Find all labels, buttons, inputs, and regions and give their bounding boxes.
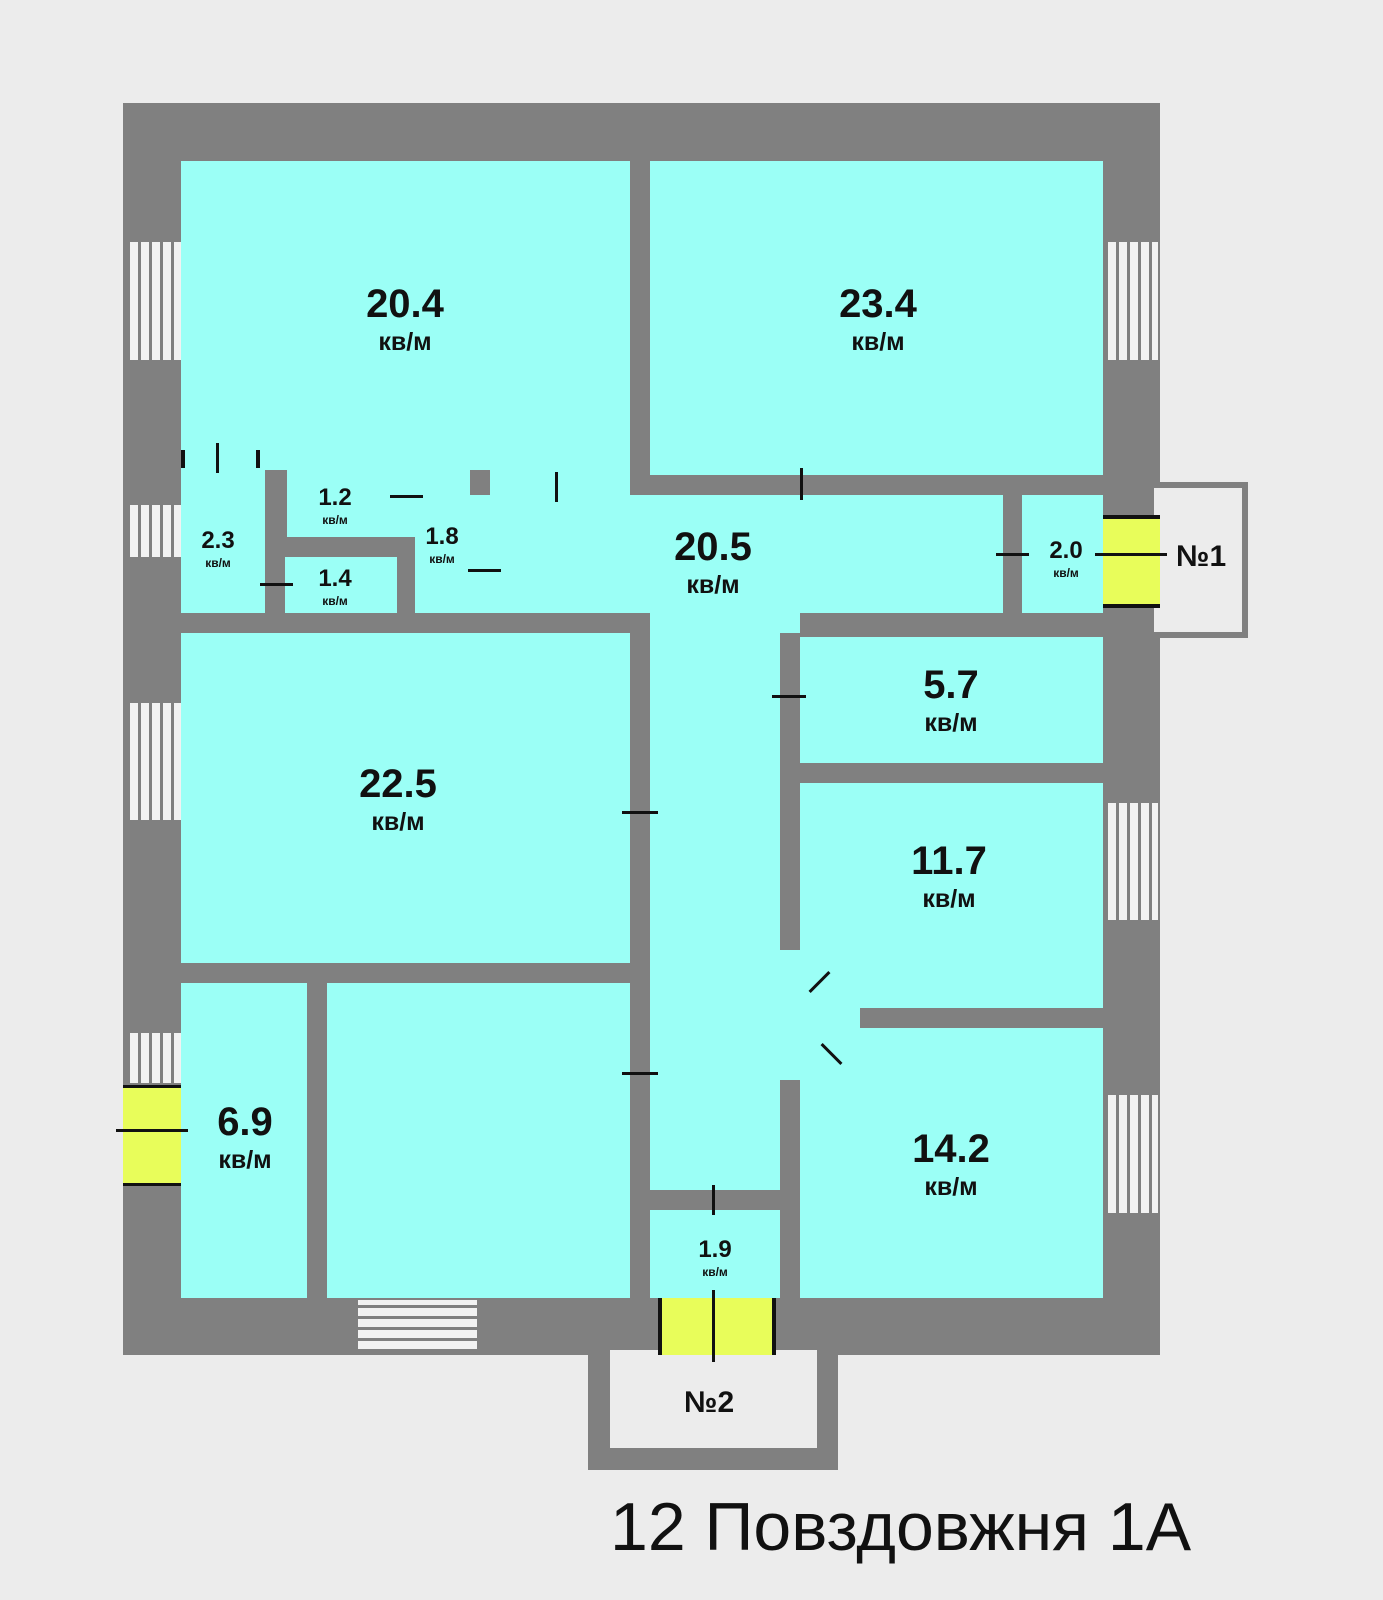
- door-mark: [555, 472, 558, 502]
- window: [127, 1033, 181, 1083]
- room-unlabeled: [327, 983, 630, 1298]
- door-mark: [772, 695, 806, 698]
- door-mark: [622, 811, 658, 814]
- room-label: 2.3 кв/м: [188, 527, 248, 570]
- window: [1105, 803, 1158, 920]
- area-unit: кв/м: [1053, 566, 1079, 580]
- area-value: 1.9: [698, 1236, 732, 1263]
- area-value: 2.0: [1049, 537, 1083, 564]
- room-23-4: [650, 161, 1103, 475]
- door-mark: [468, 569, 501, 572]
- door-mark: [181, 450, 185, 468]
- area-value: 1.2: [318, 484, 352, 511]
- area-unit: кв/м: [371, 808, 425, 836]
- entrance-2-door[interactable]: [658, 1298, 776, 1355]
- door-mark: [996, 553, 1029, 556]
- area-unit: кв/м: [218, 1146, 272, 1174]
- room-label: 1.2 кв/м: [305, 484, 365, 527]
- door-mark: [256, 450, 260, 468]
- entrance-1-door[interactable]: [1103, 515, 1160, 608]
- window: [127, 242, 181, 360]
- corridor-hall: [780, 950, 860, 1080]
- door-mark: [260, 583, 293, 586]
- door-line: [712, 1290, 715, 1362]
- area-unit: кв/м: [924, 1173, 978, 1201]
- door-line: [116, 1129, 188, 1132]
- corridor-strip: [780, 613, 800, 633]
- room-5-7: [800, 637, 1103, 763]
- area-unit: кв/м: [322, 594, 348, 608]
- area-unit: кв/м: [702, 1265, 728, 1279]
- window: [127, 703, 181, 820]
- room-label: 2.0 кв/м: [1036, 537, 1096, 580]
- room-2-0: [1022, 495, 1103, 613]
- window: [1105, 242, 1158, 360]
- area-unit: кв/м: [924, 709, 978, 737]
- area-value: 1.8: [425, 523, 459, 550]
- door-line: [1095, 553, 1167, 556]
- door-mark: [622, 1072, 658, 1075]
- plan-title: 12 Повздовжня 1A: [610, 1489, 1192, 1565]
- room-20-4: [181, 161, 630, 470]
- door-mark: [712, 1185, 715, 1215]
- area-value: 20.4: [366, 282, 444, 326]
- entrance-1-label: №1: [1176, 540, 1227, 573]
- area-value: 22.5: [359, 762, 437, 806]
- area-unit: кв/м: [429, 552, 455, 566]
- area-unit: кв/м: [851, 328, 905, 356]
- room-label: 1.9 кв/м: [685, 1236, 745, 1279]
- area-value: 6.9: [217, 1100, 273, 1144]
- door-mark: [216, 443, 219, 473]
- entrance-2-label: №2: [684, 1386, 735, 1419]
- room-label: 1.4 кв/м: [305, 565, 365, 608]
- corridor-20-5-main: [415, 495, 1003, 613]
- corridor-20-5-vertical: [650, 613, 780, 1190]
- area-unit: кв/м: [686, 571, 740, 599]
- door-mark: [390, 495, 423, 498]
- area-value: 11.7: [911, 839, 987, 883]
- room-label: 1.8 кв/м: [412, 523, 472, 566]
- area-value: 1.4: [318, 565, 352, 592]
- room-1-4: [285, 557, 397, 613]
- area-value: 23.4: [839, 282, 917, 326]
- room-22-5: [181, 633, 630, 963]
- area-value: 20.5: [674, 525, 752, 569]
- door-mark: [800, 468, 803, 500]
- side-door[interactable]: [123, 1085, 181, 1186]
- area-unit: кв/м: [322, 513, 348, 527]
- room-6-9: [181, 983, 307, 1298]
- window: [1105, 1095, 1158, 1213]
- area-unit: кв/м: [922, 885, 976, 913]
- entrance-1-porch: [1154, 482, 1248, 638]
- area-value: 2.3: [201, 527, 235, 554]
- corridor-20-5: [490, 470, 630, 495]
- area-unit: кв/м: [205, 556, 231, 570]
- room-1-2: [287, 470, 470, 537]
- area-value: 5.7: [923, 663, 979, 707]
- window: [358, 1300, 477, 1352]
- room-2-3: [181, 470, 265, 613]
- entrance-2-floor: [610, 1350, 817, 1448]
- area-value: 14.2: [912, 1127, 990, 1171]
- window: [127, 505, 181, 557]
- room-1-9: [650, 1210, 780, 1298]
- area-unit: кв/м: [378, 328, 432, 356]
